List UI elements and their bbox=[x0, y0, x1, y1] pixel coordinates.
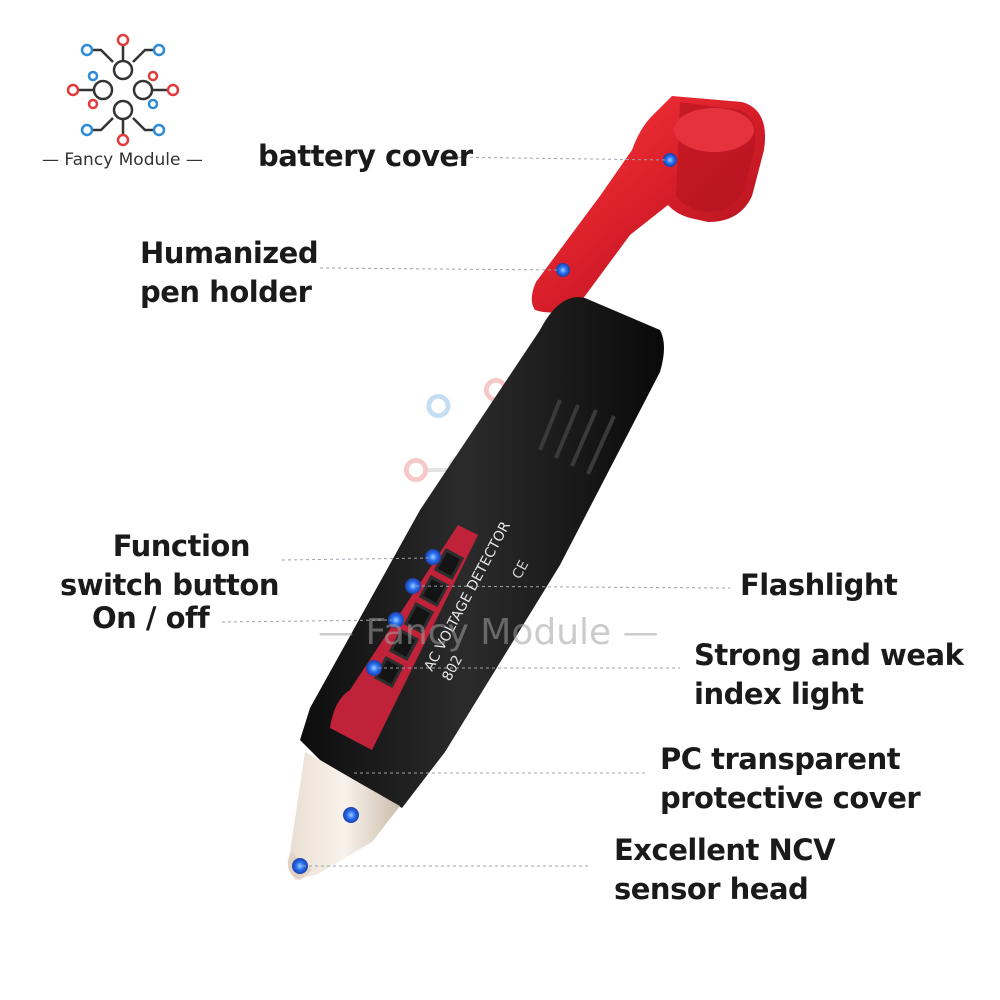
label-function-button: Function switch button bbox=[60, 529, 280, 602]
certification-mark: CE bbox=[509, 558, 532, 582]
watermark-text: — Fancy Module — bbox=[318, 612, 659, 653]
detector-body: AC VOLTAGE DETECTOR 802 CE bbox=[300, 297, 664, 808]
label-battery-cover: battery cover bbox=[258, 139, 473, 173]
pen-holder-marker bbox=[556, 263, 570, 277]
label-protective-cover: PC transparent protective cover bbox=[660, 742, 921, 815]
function-button-marker bbox=[425, 549, 441, 565]
battery-cover-marker bbox=[663, 153, 677, 167]
sensor-tip bbox=[287, 752, 400, 880]
label-index-light: Strong and weak index light bbox=[694, 638, 964, 711]
index-light-marker bbox=[366, 660, 382, 676]
leader-lines bbox=[221, 156, 731, 867]
label-sensor-head: Excellent NCV sensor head bbox=[614, 833, 836, 906]
label-on-off: On / off bbox=[92, 601, 210, 635]
protective-cover-marker bbox=[343, 807, 359, 823]
sensor-head-marker bbox=[292, 858, 308, 874]
label-flashlight: Flashlight bbox=[740, 568, 898, 602]
flashlight-marker bbox=[405, 578, 421, 594]
label-pen-holder: Humanized pen holder bbox=[140, 236, 319, 309]
on-off-marker bbox=[388, 612, 404, 628]
battery-cover bbox=[531, 96, 766, 313]
brand-logo bbox=[66, 33, 180, 147]
brand-name: — Fancy Module — bbox=[42, 150, 203, 170]
